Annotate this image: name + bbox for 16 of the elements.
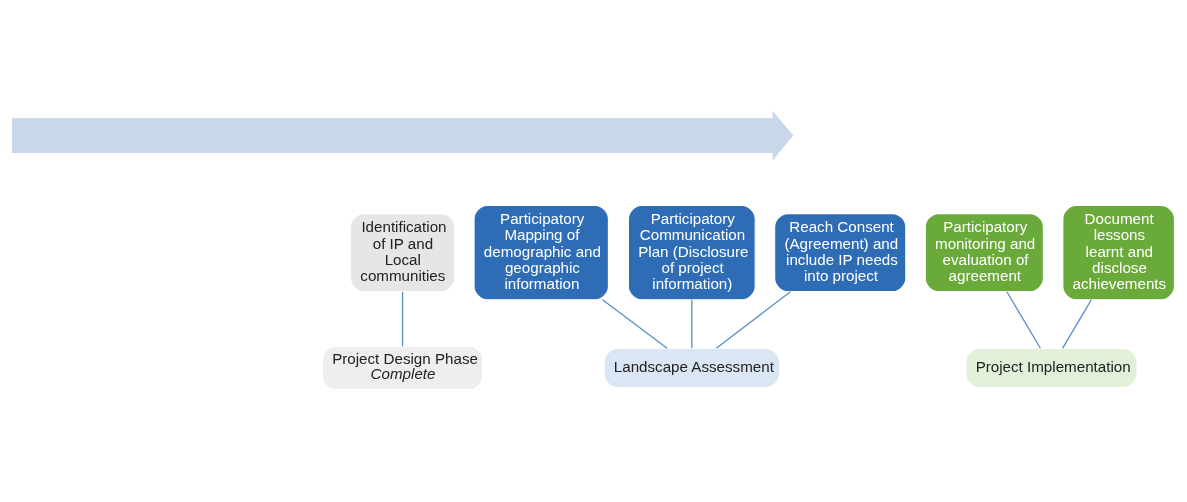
node-box: Landscape Assessment: [603, 347, 781, 389]
connector: [601, 299, 668, 349]
connector: [1061, 299, 1092, 349]
connector: [691, 299, 693, 349]
connector: [1006, 291, 1042, 349]
node-box: Identification of IP and Local communities: [350, 213, 456, 293]
node-box: Participatory Communication Plan (Disclosure of project information): [627, 204, 756, 301]
node-box: Project Design Phase Complete: [321, 345, 484, 391]
node-box: Reach Consent (Agreement) and include IP needs into project: [774, 213, 907, 293]
node-box: Participatory Mapping of demographic and geographic information: [473, 204, 609, 301]
connector: [715, 291, 792, 349]
connector: [401, 291, 404, 347]
node-box: Document lessons learnt and disclose achievements: [1062, 204, 1175, 301]
node-arrow: [12, 110, 794, 161]
node-box: Participatory monitoring and evaluation of agreement: [924, 213, 1044, 293]
node-box: Project Implementation: [965, 347, 1138, 389]
